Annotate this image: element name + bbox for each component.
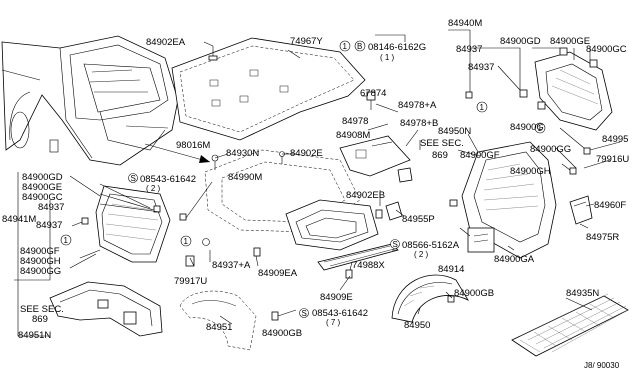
callout-74967Y: 74967Y: [290, 36, 323, 47]
callout-79916U: 79916U: [596, 154, 629, 165]
callout-84900GA: 84900GA: [494, 254, 535, 265]
callout-84950: 84950: [404, 320, 430, 331]
callout-labels: 84902EA 74967Y 08146-6162G ( 1 ) 84940M …: [2, 18, 629, 370]
upper-quarter-trim-84940M: [534, 51, 613, 131]
callout-84978+A: 84978+A: [398, 100, 437, 111]
callout-08543-qty-b: ( 7 ): [326, 318, 341, 327]
callout-84914: 84914: [438, 264, 464, 275]
callout-84937-a: 84937: [456, 44, 482, 55]
callout-84951N: 84951N: [18, 330, 51, 341]
callout-84960F: 84960F: [594, 200, 626, 211]
pad-84960F: [569, 195, 593, 225]
fasteners: [81, 47, 598, 321]
svg-text:S: S: [393, 240, 398, 249]
wheelhouse-trim-84950: [391, 274, 470, 323]
callout-84909E: 84909E: [320, 292, 353, 303]
callout-08566-qty: ( 2 ): [414, 250, 429, 259]
callout-84950N: 84950N: [438, 126, 471, 137]
callout-84909EA: 84909EA: [258, 268, 298, 279]
callout-08543-61642-b: 08543-61642: [312, 308, 368, 319]
svg-text:1: 1: [64, 236, 69, 245]
callout-84937-d: 84937: [36, 220, 62, 231]
callout-67874: 67874: [360, 88, 386, 99]
callout-84900GH-b: 84900GH: [20, 256, 61, 267]
bracket-84955P: [385, 167, 413, 221]
callout-84900GC-a: 84900GC: [586, 44, 627, 55]
callout-08543-qty-a: ( 2 ): [146, 184, 161, 193]
callout-08146-qty: ( 1 ): [380, 53, 395, 62]
callout-74988X: 74988X: [352, 260, 385, 271]
callout-84940M: 84940M: [448, 18, 482, 29]
callout-98016M: 98016M: [176, 140, 210, 151]
callout-84937-c: 84937: [38, 202, 64, 213]
callout-84900GG-b: 84900GG: [20, 266, 61, 277]
callout-84900GB-b: 84900GB: [262, 328, 302, 339]
callout-84900GD-b: 84900GD: [22, 172, 63, 183]
storage-tray: [285, 199, 379, 251]
callout-84951: 84951: [206, 322, 232, 333]
callout-84900GF-a: 84900GF: [460, 150, 500, 161]
reference-mark-circles: 1 B 1 1 1 1 S S S: [60, 40, 546, 318]
callout-84900G: 84900G: [510, 122, 544, 133]
callout-84935N: 84935N: [566, 288, 599, 299]
callout-84900GE-b: 84900GE: [22, 182, 62, 193]
svg-text:B: B: [357, 42, 362, 51]
side-trim-left-84941M: [95, 185, 171, 263]
callout-84975R: 84975R: [586, 232, 619, 243]
callout-869-left: 869: [32, 314, 48, 325]
callout-84995: 84995: [602, 134, 628, 145]
svg-text:S: S: [302, 309, 307, 318]
leader-lines: [14, 29, 621, 337]
callout-84902EB: 84902EB: [346, 190, 385, 201]
callout-84930N: 84930N: [226, 148, 259, 159]
callout-84902E: 84902E: [290, 148, 323, 159]
wheel-arch-84951: [179, 290, 257, 351]
callout-84900GH-a: 84900GH: [510, 166, 551, 177]
callout-869-right: 869: [432, 150, 448, 161]
cargo-net-84935N: [511, 293, 629, 357]
callout-84978+B: 84978+B: [400, 118, 438, 129]
location-arrow: [144, 143, 211, 163]
callout-84900GD-a: 84900GD: [500, 36, 541, 47]
callout-84937-b: 84937: [468, 62, 494, 73]
cargo-mat-74967Y: [171, 37, 366, 141]
callout-84900GF-b: 84900GF: [20, 246, 60, 257]
svg-text:1: 1: [343, 42, 348, 51]
lower-trim-84951N: [49, 281, 163, 337]
callout-84902EA: 84902EA: [146, 37, 186, 48]
callout-84990M: 84990M: [228, 172, 262, 183]
svg-text:1: 1: [538, 124, 543, 133]
svg-text:S: S: [131, 174, 136, 183]
callout-84900GG-a: 84900GG: [530, 144, 571, 155]
callout-08543-61642-a: 08543-61642: [140, 174, 196, 185]
callout-see-sec-left: SEE SEC.: [20, 304, 64, 315]
svg-text:1: 1: [480, 103, 485, 112]
callout-84900GC-b: 84900GC: [22, 192, 63, 203]
side-trim-right-84950N: [461, 141, 557, 259]
clip-84902EA: [208, 46, 218, 61]
diagram-reference-code: J8/ 90030: [584, 361, 620, 370]
lid-84908M: [339, 91, 411, 177]
callout-see-sec-right: SEE SEC.: [420, 138, 464, 149]
callout-84955P: 84955P: [402, 214, 435, 225]
callout-84941M: 84941M: [2, 214, 36, 225]
callout-79917U: 79917U: [174, 276, 207, 287]
callout-08566-5162A: 08566-5162A: [402, 240, 460, 251]
callout-84937+A: 84937+A: [212, 260, 251, 271]
callout-84900GE-a: 84900GE: [550, 36, 590, 47]
callout-84908M: 84908M: [336, 130, 370, 141]
callout-84978: 84978: [342, 116, 368, 127]
vehicle-rear-illustration: [1, 35, 179, 166]
callout-84900GB-a: 84900GB: [454, 288, 494, 299]
callout-08146-6162G: 08146-6162G: [368, 42, 426, 53]
svg-text:1: 1: [184, 237, 189, 246]
